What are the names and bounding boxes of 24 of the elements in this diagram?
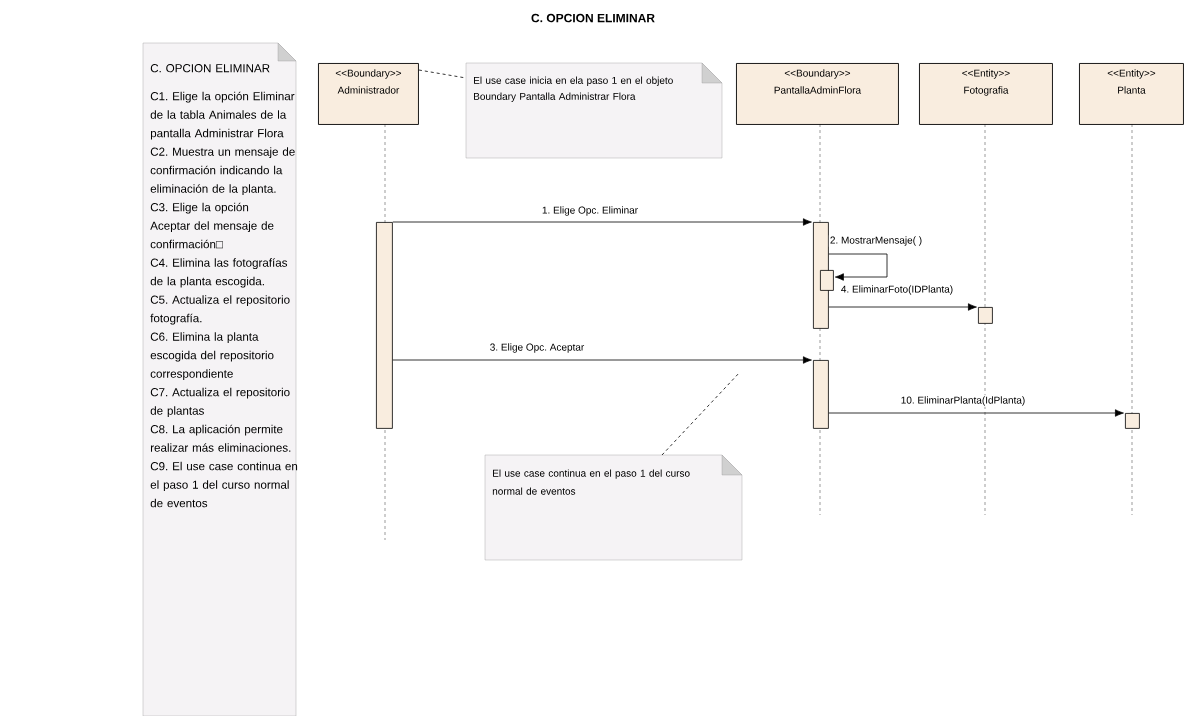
activation-bar xyxy=(813,360,829,429)
note-connector xyxy=(661,371,741,456)
activation-bar xyxy=(820,270,834,291)
edge-label: 3. Elige Opc. Aceptar xyxy=(490,343,585,353)
note-box: C. OPCION ELIMINAR C1. Elige la opción Eliminar de la tabla Animales de la pantalla Administrar Flora C2. Muestra un mensaje de confirmación indicando la eliminación de la planta. C3. Elige la opción Aceptar del mensaje de confirmación□ C4. Elimina las fotografías de la planta escogida. C5. Actualiza el repositorio fotografía. C6. Elimina la planta escogida del repositorio correspondiente C7. Actualiza el repositorio de plantas C8. La aplicación permite realizar más eliminaciones. C9. El use case continua en el paso 1 del curso normal de eventos xyxy=(142,42,298,716)
edge-label: 4. EliminarFoto(IDPlanta) xyxy=(841,285,953,295)
message-arrow xyxy=(828,303,977,311)
edge-label: 10. EliminarPlanta(IdPlanta) xyxy=(901,396,1025,406)
activation-bar xyxy=(376,222,393,429)
note-box: El use case inicia en ela paso 1 en el objeto Boundary Pantalla Administrar Flora xyxy=(465,62,723,159)
object-box: <<Entity>> Planta xyxy=(1079,63,1184,125)
message-arrow xyxy=(828,253,888,281)
object-box: <<Entity>> Fotografia xyxy=(919,63,1053,125)
object-box: <<Boundary>> Administrador xyxy=(318,63,419,125)
message-arrow xyxy=(828,409,1124,417)
title: C. OPCION ELIMINAR xyxy=(531,13,655,23)
message-arrow xyxy=(392,218,812,226)
note-box: El use case continua en el paso 1 del curso normal de eventos xyxy=(484,454,743,561)
edge-label: 1. Elige Opc. Eliminar xyxy=(542,206,638,216)
edge-label: 2. MostrarMensaje( ) xyxy=(830,236,922,246)
activation-bar xyxy=(1125,413,1140,429)
message-arrow xyxy=(392,356,812,364)
activation-bar xyxy=(978,307,993,324)
object-box: <<Boundary>> PantallaAdminFlora xyxy=(736,63,899,125)
